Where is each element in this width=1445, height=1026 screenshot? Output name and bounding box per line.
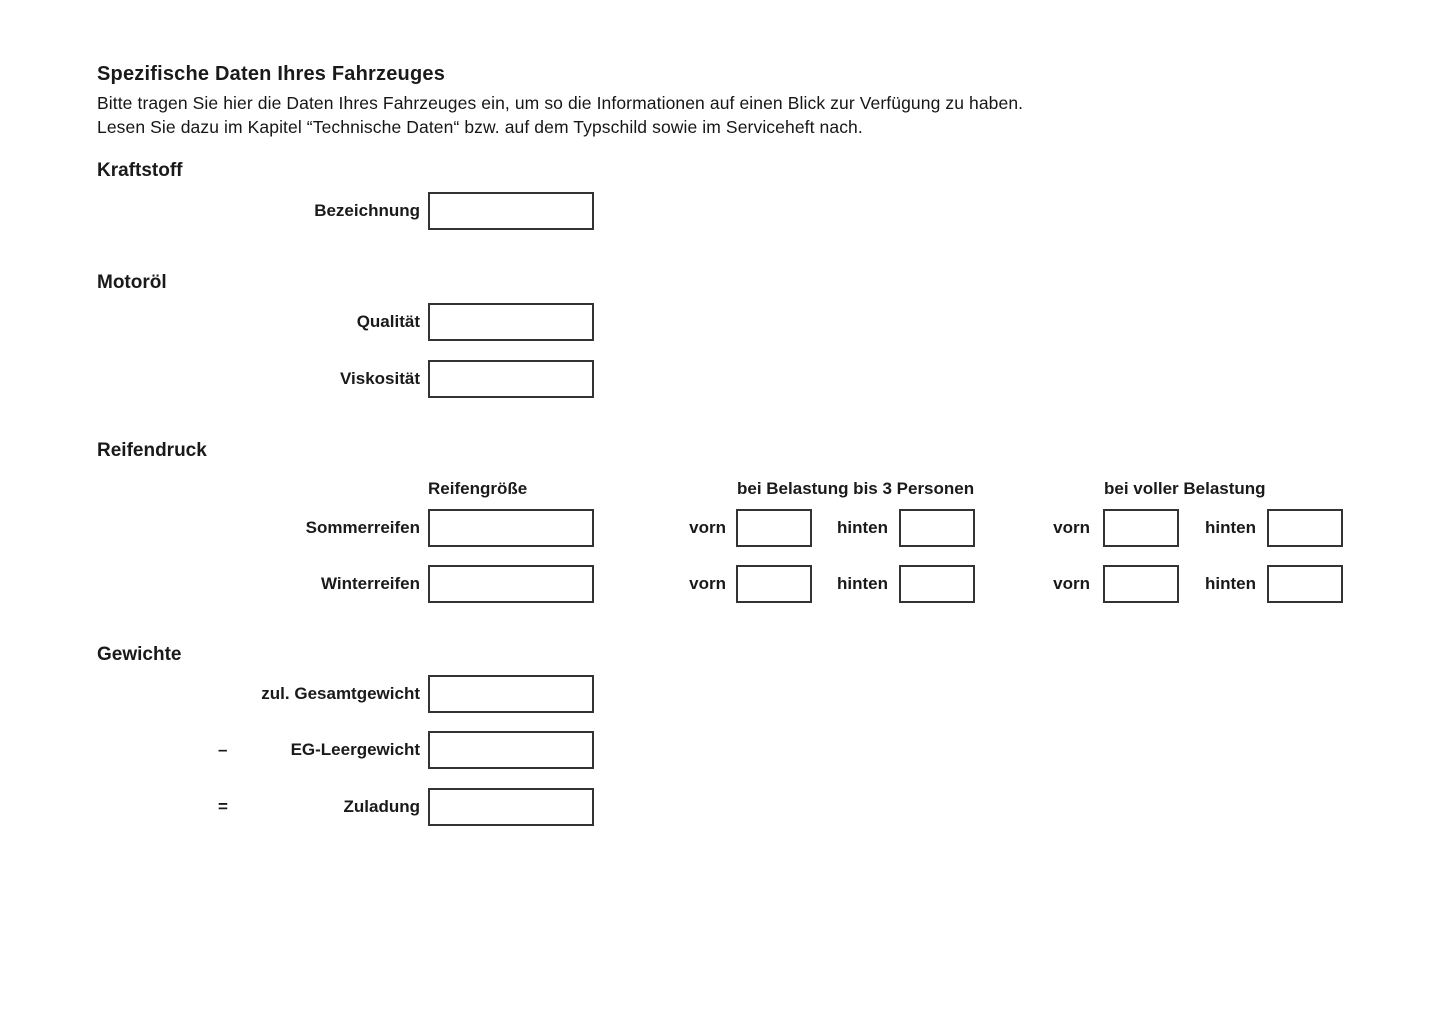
input-sommer-3pers-hinten[interactable] xyxy=(899,509,975,547)
input-winter-voll-hinten[interactable] xyxy=(1267,565,1343,603)
label-sommerreifen: Sommerreifen xyxy=(305,518,420,537)
input-qualitaet[interactable] xyxy=(428,303,594,341)
input-zul-gesamtgewicht[interactable] xyxy=(428,675,594,713)
label-hinten-winter-3pers: hinten xyxy=(837,574,888,593)
label-hinten-sommer-voll: hinten xyxy=(1205,518,1256,537)
input-bezeichnung[interactable] xyxy=(428,192,594,230)
input-winter-3pers-vorn[interactable] xyxy=(736,565,812,603)
label-qualitaet: Qualität xyxy=(356,312,420,331)
section-heading-kraftstoff: Kraftstoff xyxy=(97,160,183,181)
label-winterreifen: Winterreifen xyxy=(320,574,420,593)
column-header-volle-belastung: bei voller Belastung xyxy=(1104,479,1266,498)
input-winter-voll-vorn[interactable] xyxy=(1103,565,1179,603)
label-hinten-winter-voll: hinten xyxy=(1205,574,1256,593)
column-header-belastung-3-personen: bei Belastung bis 3 Personen xyxy=(737,479,975,498)
section-heading-gewichte: Gewichte xyxy=(97,644,182,665)
label-hinten-sommer-3pers: hinten xyxy=(837,518,888,537)
input-viskositaet[interactable] xyxy=(428,360,594,398)
input-sommer-voll-hinten[interactable] xyxy=(1267,509,1343,547)
input-eg-leergewicht[interactable] xyxy=(428,731,594,769)
input-sommer-3pers-vorn[interactable] xyxy=(736,509,812,547)
column-header-reifengroesse: Reifengröße xyxy=(428,479,528,498)
label-bezeichnung: Bezeichnung xyxy=(314,201,420,220)
intro-line-1: Bitte tragen Sie hier die Daten Ihres Fa… xyxy=(97,93,1024,113)
intro-line-2: Lesen Sie dazu im Kapitel “Technische Da… xyxy=(97,117,863,137)
section-heading-reifendruck: Reifendruck xyxy=(97,440,207,461)
input-sommerreifen-groesse[interactable] xyxy=(428,509,594,547)
label-vorn-winter-3pers: vorn xyxy=(689,574,726,593)
label-vorn-sommer-voll: vorn xyxy=(1053,518,1090,537)
label-zuladung: Zuladung xyxy=(343,797,420,816)
label-eg-leergewicht: EG-Leergewicht xyxy=(290,740,420,759)
equals-operator: = xyxy=(218,797,228,816)
label-vorn-winter-voll: vorn xyxy=(1053,574,1090,593)
label-viskositaet: Viskosität xyxy=(339,369,420,388)
label-zul-gesamtgewicht: zul. Gesamtgewicht xyxy=(261,684,420,703)
input-winter-3pers-hinten[interactable] xyxy=(899,565,975,603)
input-zuladung[interactable] xyxy=(428,788,594,826)
input-winterreifen-groesse[interactable] xyxy=(428,565,594,603)
minus-operator: – xyxy=(218,740,228,759)
section-heading-motoroel: Motoröl xyxy=(97,272,167,293)
page-title: Spezifische Daten Ihres Fahrzeuges xyxy=(97,63,446,85)
input-sommer-voll-vorn[interactable] xyxy=(1103,509,1179,547)
label-vorn-sommer-3pers: vorn xyxy=(689,518,726,537)
